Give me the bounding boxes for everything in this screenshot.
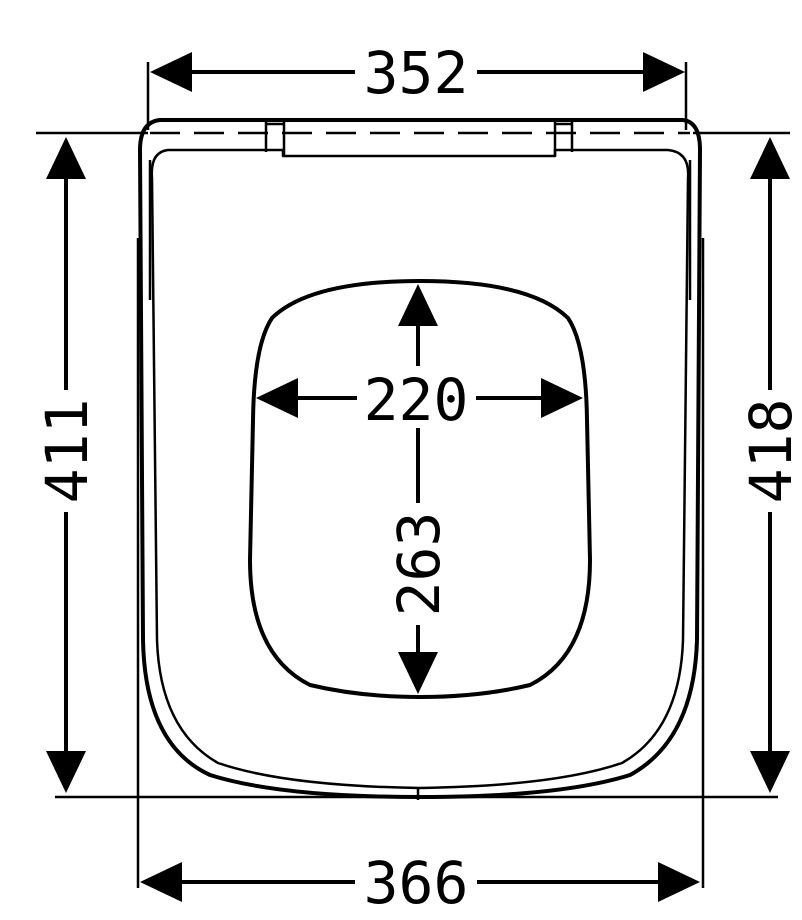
opening-height-dimension: 263 (385, 284, 453, 694)
right-height-dimension: 418 (737, 137, 802, 793)
opening-height-arrow-bottom (398, 652, 438, 694)
opening-width-arrow-right (541, 378, 583, 418)
top-width-arrow-left (150, 52, 192, 92)
hinge-notch-left (264, 120, 286, 156)
bottom-width-label: 366 (364, 849, 469, 917)
seat-outline (138, 118, 702, 800)
right-height-arrow-top (750, 137, 790, 179)
bottom-width-arrow-left (140, 862, 182, 902)
opening-width-dimension: 220 (256, 366, 583, 434)
bottom-width-arrow-right (658, 862, 700, 902)
left-height-label: 411 (33, 399, 101, 504)
right-height-label: 418 (737, 399, 802, 504)
left-height-dimension: 411 (33, 137, 101, 793)
opening-height-arrow-top (398, 284, 438, 326)
top-width-label: 352 (364, 39, 469, 107)
seat-inner-contour (150, 148, 690, 790)
left-height-arrow-bottom (46, 751, 86, 793)
opening-height-label: 263 (385, 512, 453, 617)
top-width-dimension: 352 (150, 39, 685, 107)
hinge-notch-right (553, 120, 574, 156)
left-height-arrow-top (46, 137, 86, 179)
top-width-arrow-right (643, 52, 685, 92)
front-center-mark (400, 788, 440, 800)
bottom-width-dimension: 366 (140, 849, 700, 917)
opening-width-arrow-left (256, 378, 298, 418)
seat-opening-contour (248, 279, 592, 699)
opening-width-label: 220 (364, 366, 469, 434)
right-height-arrow-bottom (750, 751, 790, 793)
